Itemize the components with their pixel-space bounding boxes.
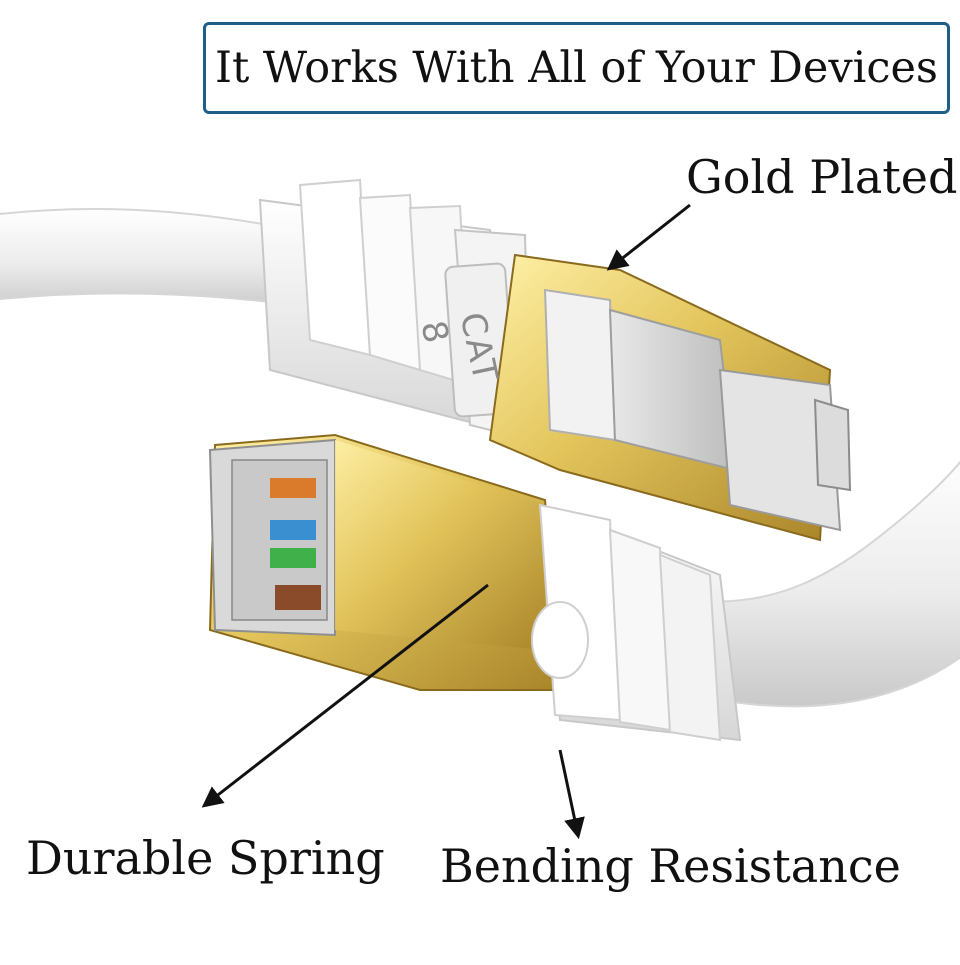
bending-resistance-label: Bending Resistance [440,839,901,893]
lower-boot [531,503,742,742]
gold-plated-arrow [606,203,691,271]
headline-banner: It Works With All of Your Devices [203,22,950,114]
headline-text: It Works With All of Your Devices [214,43,938,93]
lower-cable [688,460,960,708]
upper-gold-plug [488,253,852,542]
lower-gold-plug [208,433,562,691]
durable-spring-arrow [201,583,489,808]
bending-resistance-arrow [558,749,585,840]
durable-spring-label: Durable Spring [26,831,385,885]
gold-plated-label: Gold Plated [686,150,958,204]
upper-boot [258,178,532,442]
